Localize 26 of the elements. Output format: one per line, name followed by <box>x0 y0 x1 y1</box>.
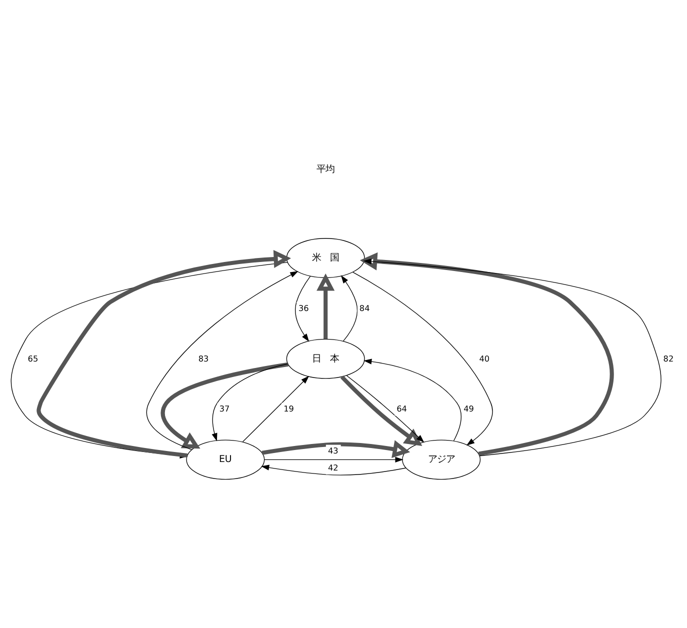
edge-label: 42 <box>328 462 338 472</box>
arrow <box>316 272 335 339</box>
edge-label: 37 <box>219 403 230 414</box>
arrow <box>363 258 662 456</box>
arrow <box>261 464 406 475</box>
edge-label: 36 <box>298 302 309 312</box>
edge-label: 40 <box>479 352 490 363</box>
edge-label: 65 <box>28 352 38 363</box>
arrow <box>242 375 310 442</box>
edge-label: 49 <box>464 403 474 414</box>
arrow <box>264 456 404 462</box>
node-ellipse: 日 本 <box>286 338 365 378</box>
edge-label: 64 <box>396 403 407 414</box>
arrow <box>360 252 614 456</box>
edge-label: 19 <box>284 403 294 414</box>
arrow <box>212 363 288 441</box>
arrow <box>340 274 358 342</box>
edge-label: 43 <box>328 445 338 456</box>
node-ellipse: アジア <box>402 439 481 480</box>
node-ellipse: EU <box>186 439 265 480</box>
edge-label: 82 <box>663 352 674 363</box>
edge-label: 84 <box>359 302 370 312</box>
edge-label: 83 <box>198 352 209 363</box>
arrow <box>364 358 462 441</box>
label: 平均 <box>316 163 335 174</box>
arrow <box>160 362 289 448</box>
